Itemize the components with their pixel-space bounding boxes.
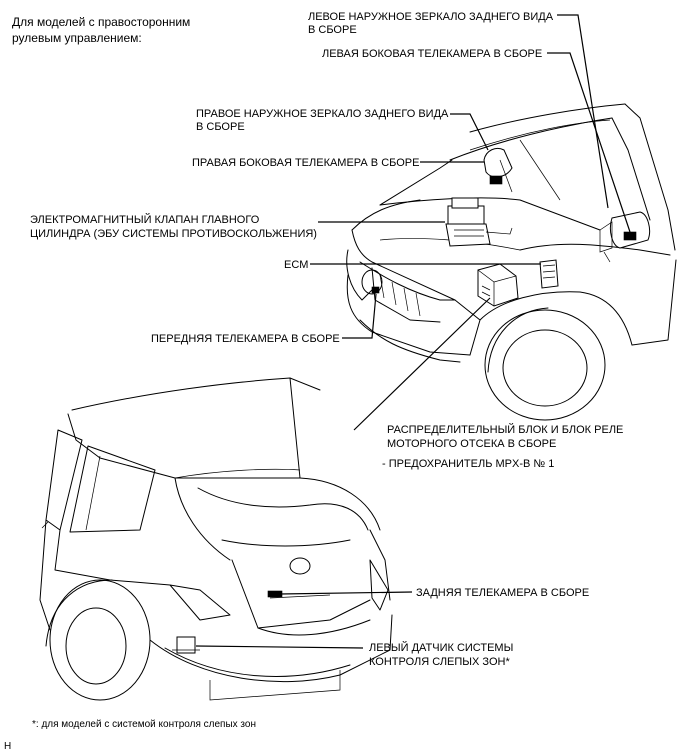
figure-code: H xyxy=(4,741,12,752)
label-valve-1: ЭЛЕКТРОМАГНИТНЫЙ КЛАПАН ГЛАВНОГО xyxy=(30,214,260,226)
label-relay-1: РАСПРЕДЕЛИТЕЛЬНЫЙ БЛОК И БЛОК РЕЛЕ xyxy=(387,424,624,436)
rear-vehicle-drawing xyxy=(39,377,393,701)
label-left-mirror-1: ЛЕВОЕ НАРУЖНОЕ ЗЕРКАЛО ЗАДНЕГО ВИДА xyxy=(308,11,554,23)
label-left-mirror-2: В СБОРЕ xyxy=(308,24,357,36)
label-valve-2: ЦИЛИНДРА (ЭБУ СИСТЕМЫ ПРОТИВОСКОЛЬЖЕНИЯ) xyxy=(30,228,317,240)
label-left-camera: ЛЕВАЯ БОКОВАЯ ТЕЛЕКАМЕРА В СБОРЕ xyxy=(322,48,543,60)
label-rear-camera: ЗАДНЯЯ ТЕЛЕКАМЕРА В СБОРЕ xyxy=(416,587,590,599)
label-right-mirror-1: ПРАВОЕ НАРУЖНОЕ ЗЕРКАЛО ЗАДНЕГО ВИДА xyxy=(196,108,449,120)
note-line-1: Для моделей с правосторонним xyxy=(12,15,191,29)
label-right-mirror-2: В СБОРЕ xyxy=(196,121,245,133)
front-vehicle-drawing xyxy=(346,103,677,421)
label-front-camera: ПЕРЕДНЯЯ ТЕЛЕКАМЕРА В СБОРЕ xyxy=(151,333,340,345)
label-blind-spot-2: КОНТРОЛЯ СЛЕПЫХ ЗОН* xyxy=(369,656,510,668)
label-fuse: - ПРЕДОХРАНИТЕЛЬ MPX-B № 1 xyxy=(382,458,555,470)
label-relay-2: МОТОРНОГО ОТСЕКА В СБОРЕ xyxy=(387,438,557,450)
note-line-2: рулевым управлением: xyxy=(12,31,142,45)
leader-lines xyxy=(195,14,631,649)
label-ecm: ECM xyxy=(284,259,309,271)
label-right-camera: ПРАВАЯ БОКОВАЯ ТЕЛЕКАМЕРА В СБОРЕ xyxy=(192,157,420,169)
label-blind-spot-1: ЛЕВЫЙ ДАТЧИК СИСТЕМЫ xyxy=(369,642,514,654)
footnote: *: для моделей с системой контроля слепы… xyxy=(32,719,256,730)
